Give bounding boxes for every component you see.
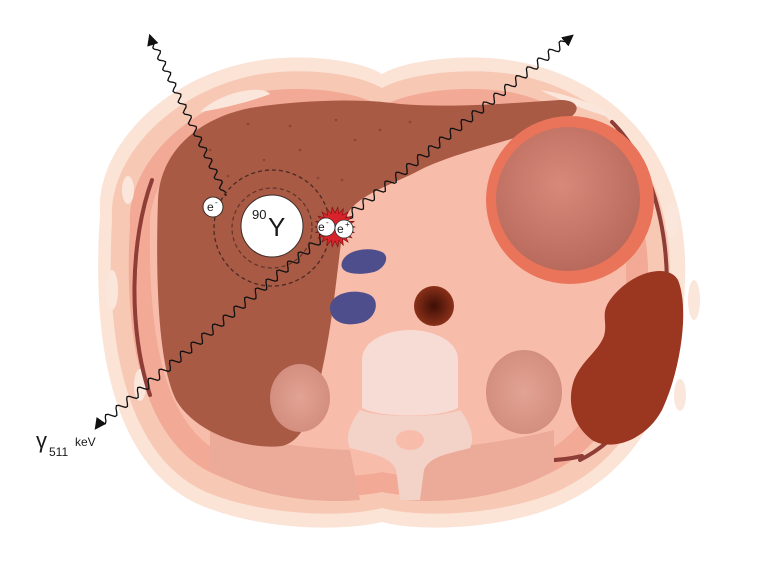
fat-highlight-left — [200, 89, 270, 112]
annihilation-electron-charge: - — [326, 218, 329, 227]
liver-texture-dots — [208, 118, 412, 182]
fat-highlight-right — [540, 90, 612, 118]
electron-particle — [202, 196, 224, 218]
kidney-right — [486, 350, 562, 434]
annihilation-electron-label: e — [318, 220, 325, 234]
gamma-photon-paths — [94, 33, 574, 430]
gamma-ray-upper-right — [335, 34, 574, 227]
electron-label: e — [207, 200, 214, 214]
spleen — [570, 270, 684, 445]
positron-charge: + — [345, 220, 350, 229]
portal-vein — [341, 249, 387, 274]
liver — [157, 100, 577, 447]
gamma-energy-unit: keV — [75, 435, 96, 449]
nuclide-mass-number: 90 — [252, 207, 266, 222]
kidney-left — [270, 364, 330, 432]
rib-right-2 — [688, 280, 700, 320]
back-muscle-right — [404, 430, 554, 501]
annihilation-positron — [334, 219, 354, 239]
gamma-ray-lower-left — [94, 225, 337, 430]
rib-right-3 — [674, 379, 686, 411]
positron-label: e — [337, 222, 344, 236]
beta-range-circle-inner — [231, 187, 313, 269]
nuclide-symbol: Y — [268, 212, 285, 242]
rib-left-1 — [122, 176, 134, 204]
back-muscle-left — [210, 430, 360, 501]
gamma-symbol: γ — [36, 428, 47, 453]
gamma-energy-value: 511 — [49, 445, 68, 459]
vertebral-arch — [347, 410, 473, 500]
electron-trajectory — [147, 33, 227, 197]
yttrium-90-nucleus — [240, 194, 304, 258]
rib-right-1 — [665, 202, 679, 238]
rib-left-2 — [106, 270, 118, 310]
vertebral-body — [362, 330, 458, 416]
stomach — [496, 127, 640, 271]
inferior-vena-cava — [330, 291, 376, 325]
peritoneum-left-line — [132, 178, 154, 397]
aorta — [414, 286, 454, 326]
electron-charge: - — [215, 198, 218, 207]
spinal-canal — [396, 430, 424, 450]
